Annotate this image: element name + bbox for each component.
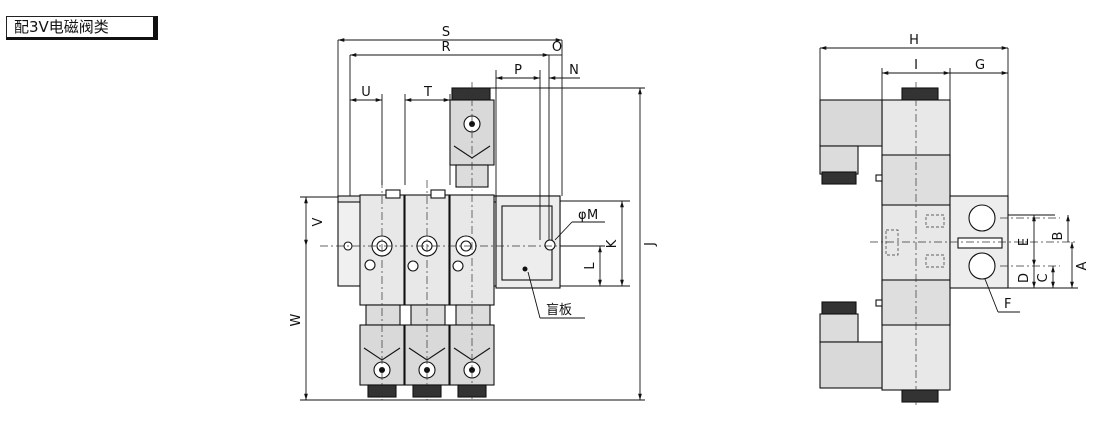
dim-V-label: V bbox=[311, 217, 326, 226]
dim-A-label: A bbox=[1075, 261, 1090, 270]
dim-T-label: T bbox=[423, 85, 432, 100]
dim-D-label: D bbox=[1017, 273, 1032, 283]
dim-N-label: N bbox=[569, 63, 579, 78]
dim-G-label: G bbox=[975, 58, 985, 73]
dim-W-label: W bbox=[289, 313, 304, 326]
dim-M-label: M bbox=[587, 208, 598, 223]
blank-plate-label: 盲板 bbox=[546, 302, 572, 318]
dim-L-label: L bbox=[583, 262, 598, 270]
dim-K-label: K bbox=[605, 239, 620, 248]
dim-H-label: H bbox=[909, 33, 919, 48]
phi-symbol: φ bbox=[578, 208, 587, 223]
dim-S-label: S bbox=[442, 25, 450, 40]
dim-O-label: O bbox=[552, 40, 562, 55]
dim-R-label: R bbox=[441, 40, 450, 55]
dim-E-label: E bbox=[1017, 238, 1032, 246]
dim-I-label: I bbox=[914, 58, 918, 73]
dim-U-label: U bbox=[361, 85, 371, 100]
dim-J-label: J bbox=[643, 242, 658, 247]
section-title: 配3V电磁阀类 bbox=[6, 16, 158, 40]
dim-F-label: F bbox=[1004, 297, 1011, 312]
dim-C-label: C bbox=[1036, 273, 1051, 282]
dim-B-label: B bbox=[1051, 232, 1066, 241]
side-view: H I G E B D C A F bbox=[819, 33, 1090, 405]
front-view: S R O P N U T V φ M L K J W 盲板 bbox=[289, 25, 658, 401]
dim-P-label: P bbox=[514, 63, 522, 78]
